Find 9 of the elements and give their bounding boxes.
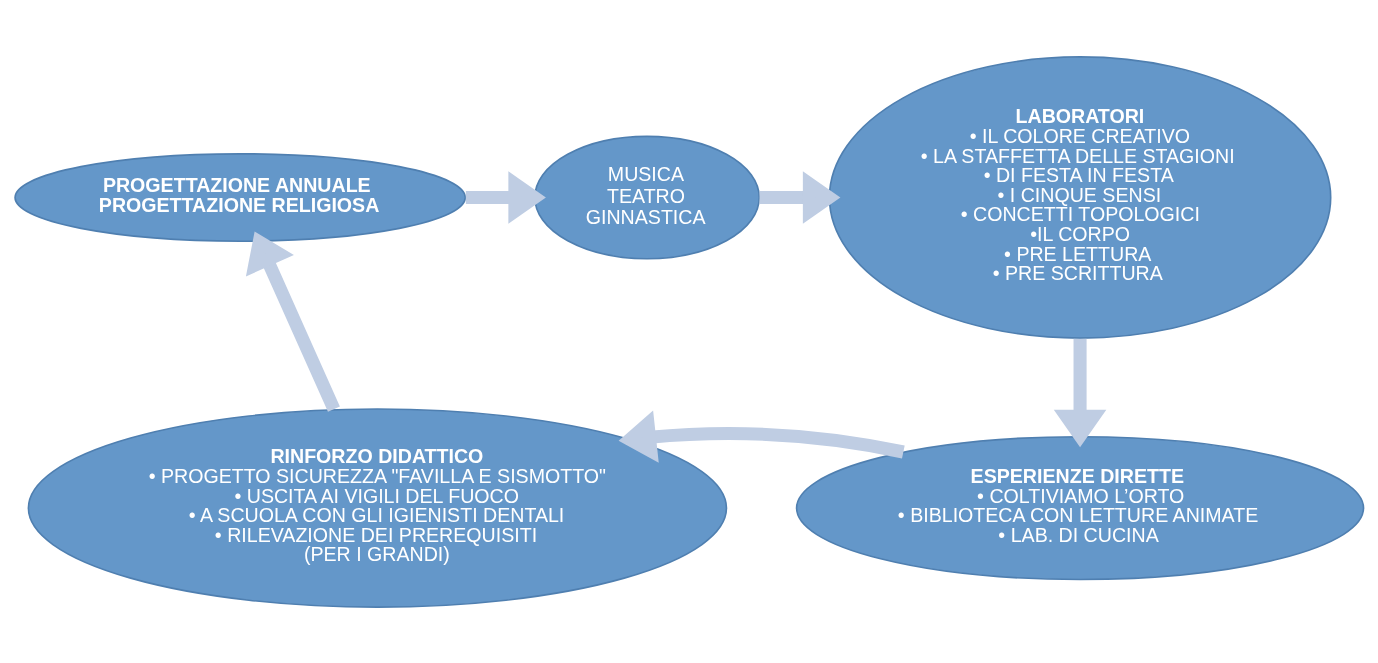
node-ellipse: ESPERIENZE DIRETTE • COLTIVIAMO L’ORTO • BIBLIOTECA CON LETTURE ANIMATE • LAB. DI CUCINA (795, 435, 1365, 580)
arrow (245, 230, 340, 412)
arrow (1053, 338, 1107, 447)
arrow (465, 170, 546, 224)
arrow (759, 170, 841, 224)
node-ellipse: LABORATORI • IL COLORE CREATIVO • LA STAFFETTA DELLE STAGIONI • DI FESTA IN FESTA • I CINQUE SENSI • CONCETTI TOPOLOGICI •IL CORPO • PRE LETTURA • PRE SCRITTURA (828, 55, 1332, 339)
node-ellipse: MUSICA TEATRO GINNASTICA (534, 135, 761, 259)
arrow (618, 410, 905, 463)
node-ellipse: PROGETTAZIONE ANNUALE PROGETTAZIONE RELIGIOSA (14, 152, 467, 242)
